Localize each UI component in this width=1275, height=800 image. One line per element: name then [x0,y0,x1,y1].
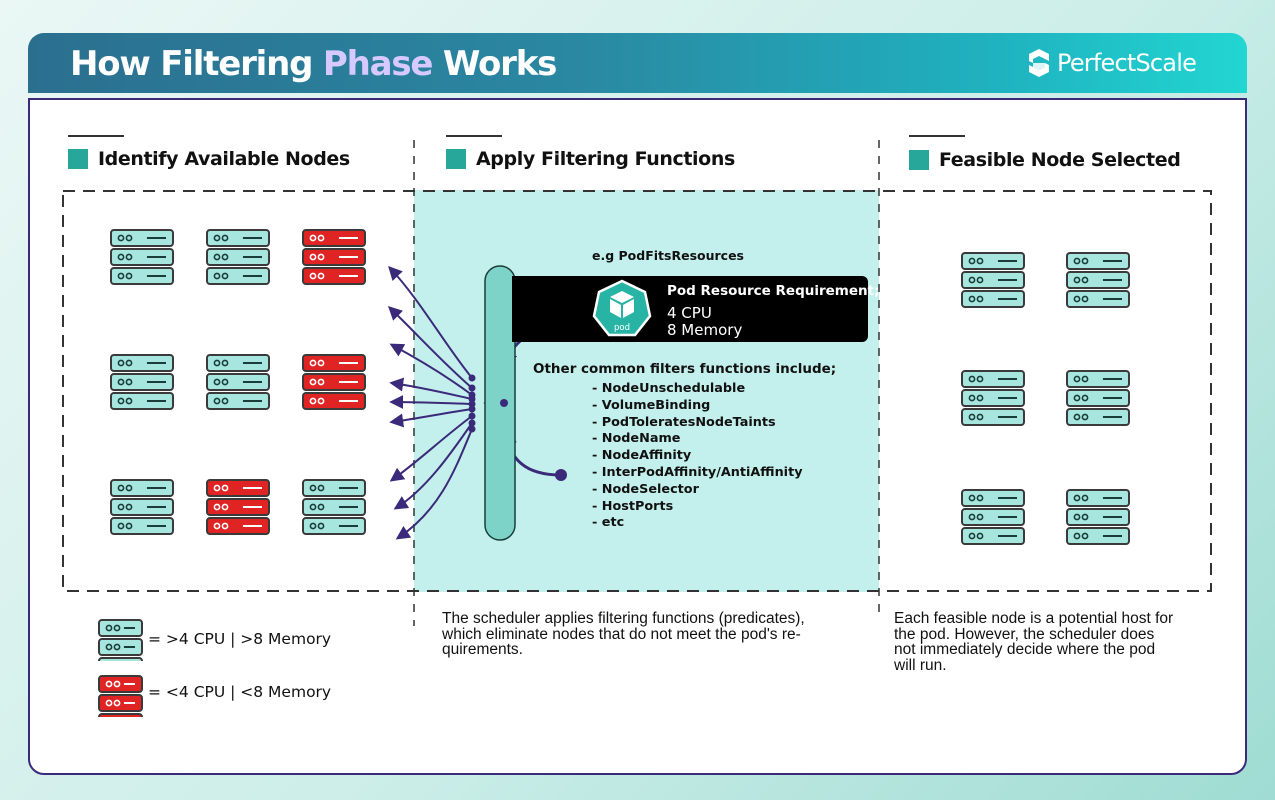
pod-cpu: 4 CPU [667,304,712,322]
pod-memory: 8 Memory [667,321,743,339]
feasible-caption: Each feasible node is a potential host f… [894,611,1173,673]
rejected-arrow [395,428,473,540]
arrow-origin-dot [555,469,567,481]
filter-function-item: - NodeSelector [592,481,699,497]
filter-function-item: - HostPorts [592,498,674,514]
title-highlight: Phase [322,44,434,84]
server-ok-icon [1066,489,1130,545]
server-ok-icon [206,229,270,285]
legend-fail-text: = <4 CPU | <8 Memory [148,683,332,701]
pod-requirement-box [512,276,868,342]
brand: PerfectScale [1027,45,1197,81]
rejected-arrow [389,395,473,410]
caption-line: not immediately decide where the pod [894,641,1156,658]
server-ok-icon [206,354,270,410]
caption-line: the pod. However, the scheduler does [894,625,1155,643]
column-rule-1 [68,135,124,137]
title-text-1: How Filtering [70,44,323,84]
arrow-origin-dot [468,400,476,408]
server-ok-icon [1066,252,1130,308]
filter-function-item: - NodeUnschedulable [592,381,746,396]
caption-line: quirements. [442,641,523,658]
legend-server-fail-icon [98,675,143,717]
server-ok-icon [110,354,174,410]
column-heading-identify: Identify Available Nodes [68,148,350,170]
arrow-origin-dot [500,399,508,407]
filter-function-item: - InterPodAffinity/AntiAffinity [592,464,803,480]
column-rule-3 [909,135,965,137]
server-ok-icon [961,489,1025,545]
rejected-arrow [389,343,473,396]
server-ok-icon [961,370,1025,426]
filter-function-item: - NodeAffinity [592,448,692,464]
pod-icon: pod [592,279,652,337]
legend-ok-text: = >4 CPU | >8 Memory [148,630,332,648]
arrow-origin-dot [468,374,476,382]
column-heading-filter: Apply Filtering Functions [446,148,735,170]
page-title: How Filtering Phase Works [70,42,557,86]
rejected-arrow [393,422,473,510]
rejected-arrow [389,415,473,482]
server-ok-icon [302,479,366,535]
arrow-origin-dot [468,425,476,433]
teal-square-icon [446,149,466,169]
server-ok-icon [110,479,174,535]
arrow-origin-dot [468,395,476,403]
rejected-arrow [389,408,473,428]
filter-function-item: - VolumeBinding [592,397,711,413]
teal-square-icon [909,150,929,170]
server-ok-icon [1066,370,1130,426]
rejected-arrow [388,265,473,379]
server-overloaded-icon [98,675,143,717]
title-text-2: Works [432,44,557,84]
rejected-arrow [389,377,473,400]
legend-server-ok-icon [98,619,143,661]
server-ok-icon [110,229,174,285]
server-overloaded-icon [302,354,366,410]
perfectscale-logo-icon [1029,49,1049,77]
column-rule-2 [446,135,502,137]
caption-line: Each feasible node is a potential host f… [894,610,1174,627]
brand-name: PerfectScale [1057,49,1197,77]
caption-line: which eliminate nodes that do not meet t… [442,625,801,643]
caption-line: will run. [894,656,947,674]
column-title: Apply Filtering Functions [476,148,735,170]
filter-function-item: - PodToleratesNodeTaints [592,414,776,430]
example-filter-label: e.g PodFitsResources [592,248,744,263]
server-overloaded-icon [302,229,366,285]
arrow-origin-dot [468,384,476,392]
column-title: Identify Available Nodes [98,148,350,170]
teal-square-icon [68,149,88,169]
other-filters-title: Other common filters functions include; [533,361,837,377]
nodes-boundary [62,190,1212,592]
filter-function-item: - etc [592,515,625,531]
filter-caption: The scheduler applies filtering function… [442,611,805,658]
arrow-origin-dot [468,405,476,413]
arrow-origin-dot [468,412,476,420]
rejected-arrow [387,306,473,389]
arrow-origin-dot [468,419,476,427]
server-overloaded-icon [206,479,270,535]
caption-line: The scheduler applies filtering function… [442,610,805,627]
pod-icon-label: pod [614,323,630,333]
other-filters-list: - NodeUnschedulable- VolumeBinding- PodT… [592,381,803,532]
column-heading-feasible: Feasible Node Selected [909,149,1181,171]
server-ok-icon [98,619,143,661]
column-title: Feasible Node Selected [939,149,1181,171]
pod-requirement-title: Pod Resource Requirement; [667,283,880,299]
filter-function-item: - NodeName [592,431,681,447]
server-ok-icon [961,252,1025,308]
